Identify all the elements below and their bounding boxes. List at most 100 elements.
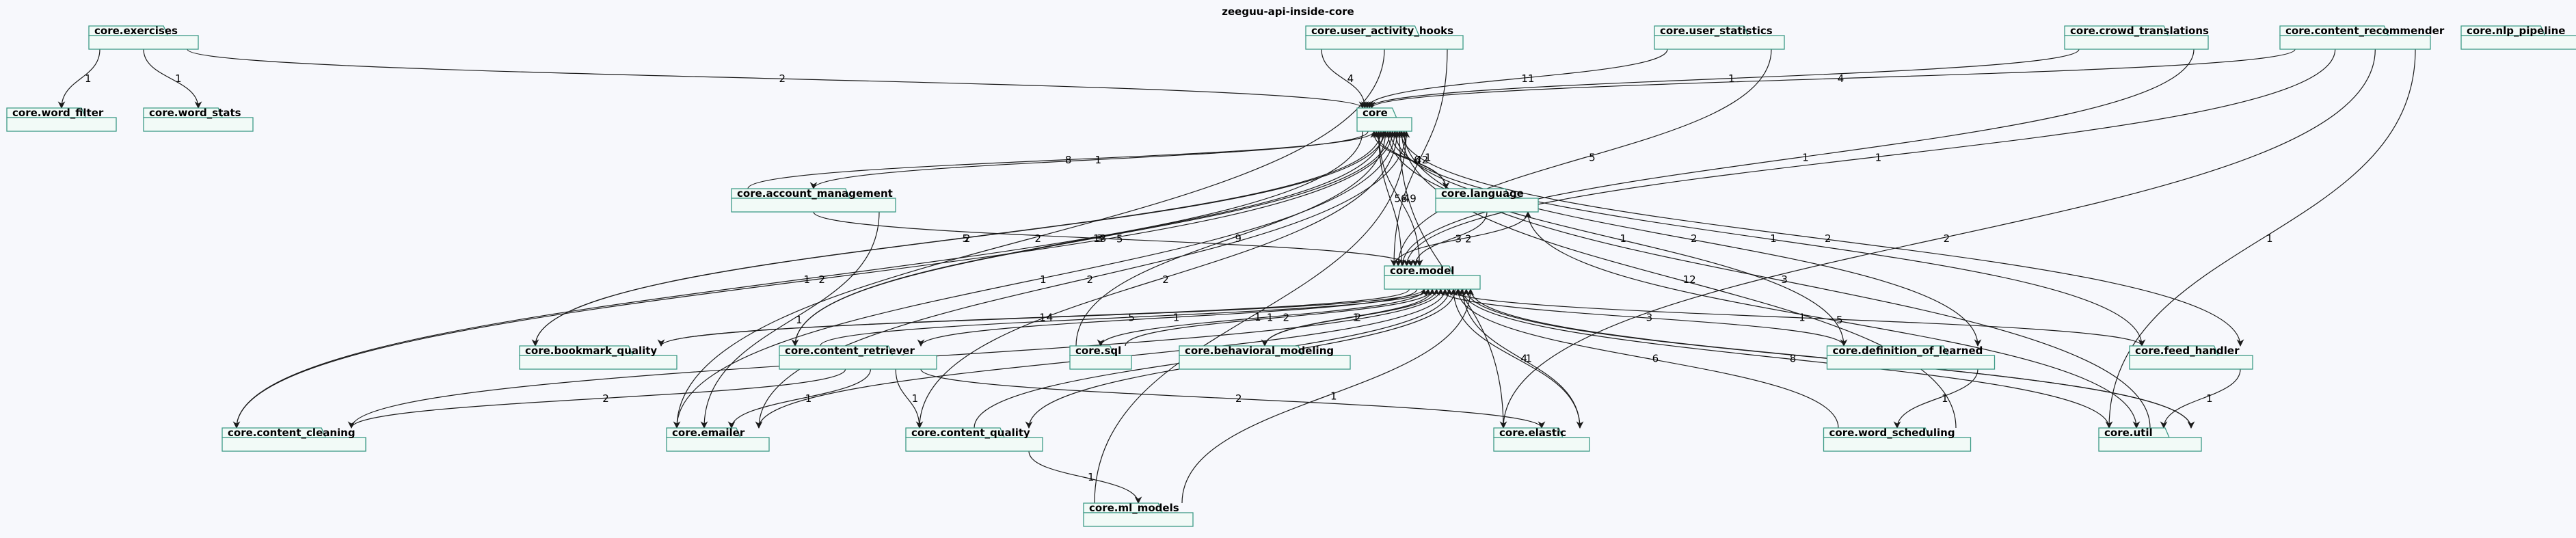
- edge-label: 5: [1836, 314, 1843, 326]
- package-label: core.elastic: [1499, 427, 1566, 439]
- package-body: [1493, 437, 1590, 452]
- edges-layer: [57, 49, 2416, 505]
- package-label: core.user_statistics: [1660, 25, 1773, 37]
- edge-sql-to-core: [1075, 130, 1390, 347]
- edge-bookmark-quality-to-model: [660, 288, 1427, 347]
- package-body: [1435, 198, 1539, 213]
- package-label: core.exercises: [94, 25, 178, 37]
- edge-exercises-to-core: [187, 49, 1367, 109]
- edge-feed-handler-to-util: [2160, 368, 2241, 429]
- package-content-recommender: core.content_recommender: [2279, 25, 2445, 50]
- edge-ml-models-to-core: [1094, 130, 1410, 504]
- edge-content-retriever-to-emailer: [727, 368, 871, 429]
- edge-account-management-to-model: [813, 211, 1415, 267]
- edge-language-to-util: [1527, 211, 2141, 429]
- edge-label: 1: [1095, 154, 1102, 166]
- edge-label: 4: [1047, 312, 1054, 324]
- edge-label: 1: [1039, 312, 1046, 324]
- edge-model-to-elastic: [1462, 288, 1584, 429]
- package-body: [666, 437, 770, 452]
- edge-label: 42: [1415, 154, 1428, 166]
- edge-label: 13: [1093, 232, 1106, 245]
- package-label: core.account_management: [737, 187, 893, 200]
- edge-core-to-feed-handler: [1400, 131, 2244, 347]
- package-body: [1083, 512, 1194, 527]
- edge-core-to-account-management: [809, 131, 1369, 190]
- edge-user-activity-hooks-to-emailer: [673, 49, 1385, 429]
- edge-model-to-behavioral-modeling: [1261, 288, 1433, 347]
- edge-core-to-bookmark-quality: [531, 131, 1385, 347]
- package-body: [1069, 355, 1132, 370]
- edge-user-statistics-to-core: [1363, 49, 1668, 109]
- edge-model-to-feed-handler: [1447, 288, 2146, 347]
- edge-label: 2: [1162, 273, 1169, 286]
- edge-label: 1: [1425, 152, 1432, 164]
- edge-label: 5: [1589, 152, 1596, 164]
- edge-label: 1: [1770, 232, 1777, 245]
- edge-label: 49: [1404, 193, 1417, 205]
- edge-exercises-to-word-filter: [57, 49, 100, 109]
- package-label: core.word_stats: [149, 107, 241, 119]
- edge-core-to-emailer: [755, 131, 1407, 429]
- edge-label: 2: [602, 392, 609, 405]
- package-label: core.word_scheduling: [1829, 427, 1955, 439]
- edge-label: 1: [1802, 152, 1809, 164]
- package-label: core.word_filter: [12, 107, 104, 119]
- edge-label: 1: [1942, 392, 1948, 405]
- edge-model-to-language: [1393, 211, 1532, 267]
- edge-core-to-definition-of-learned: [1395, 131, 1982, 347]
- package-crowd-translations: core.crowd_translations: [2064, 25, 2209, 50]
- package-content-quality: core.content_quality: [905, 427, 1043, 452]
- edge-label: 1: [1799, 312, 1806, 324]
- package-label: core.emailer: [672, 427, 745, 439]
- package-body: [731, 198, 896, 213]
- package-body: [2064, 35, 2209, 50]
- package-language: core.language: [1435, 187, 1539, 213]
- package-exercises: core.exercises: [88, 25, 199, 50]
- package-label: core: [1363, 107, 1388, 119]
- edge-label: 5: [962, 232, 969, 245]
- edge-label: 1: [1173, 312, 1180, 324]
- package-body: [1179, 355, 1351, 370]
- edge-account-management-to-emailer: [700, 211, 880, 429]
- edge-label: 8: [1065, 154, 1072, 166]
- edge-label: 4: [1521, 353, 1528, 365]
- edge-label: 2: [1944, 232, 1950, 245]
- package-body: [143, 117, 254, 132]
- edge-model-to-sql: [1097, 288, 1425, 347]
- edge-user-activity-hooks-to-model: [1390, 49, 1448, 267]
- edge-definition-of-learned-to-word-scheduling: [1893, 368, 1978, 429]
- package-label: core.ml_models: [1089, 502, 1179, 514]
- edge-account-management-to-core: [747, 130, 1378, 189]
- edge-ml-models-to-model: [1181, 288, 1475, 504]
- edge-label: 1: [175, 72, 182, 85]
- package-word-scheduling: core.word_scheduling: [1823, 427, 1972, 452]
- package-label: core.content_retriever: [785, 345, 915, 357]
- package-body: [905, 437, 1043, 452]
- package-definition-of-learned: core.definition_of_learned: [1826, 345, 1996, 370]
- package-emailer: core.emailer: [666, 427, 770, 452]
- package-label: core.content_quality: [911, 427, 1030, 439]
- edge-label: 6: [1414, 154, 1421, 166]
- edge-sql-to-model: [1125, 288, 1436, 347]
- edge-label: 1: [1267, 312, 1274, 324]
- package-body: [779, 355, 937, 370]
- edge-label: 2: [1691, 232, 1698, 245]
- edge-crowd-translations-to-core: [1365, 49, 2080, 109]
- edge-label: 2: [1465, 233, 1472, 245]
- edge-label: 1: [796, 314, 803, 326]
- edge-model-to-content-retriever: [917, 288, 1418, 347]
- edge-label: 1: [1620, 232, 1627, 245]
- edge-feed-handler-to-core: [1386, 130, 2143, 347]
- edge-crowd-translations-to-model: [1399, 49, 2195, 267]
- edge-content-retriever-to-content-cleaning: [347, 368, 846, 429]
- edge-label: 1: [2206, 392, 2213, 405]
- edge-label: 1: [804, 273, 811, 286]
- package-label: core.content_recommender: [2285, 25, 2445, 37]
- edge-label: 1: [85, 72, 92, 85]
- package-label: core.model: [1390, 265, 1454, 277]
- edge-label: 1: [805, 392, 812, 405]
- edge-exercises-to-word-stats: [143, 49, 202, 109]
- edge-label: 5: [1128, 312, 1135, 324]
- edge-word-scheduling-to-core: [1397, 130, 1957, 429]
